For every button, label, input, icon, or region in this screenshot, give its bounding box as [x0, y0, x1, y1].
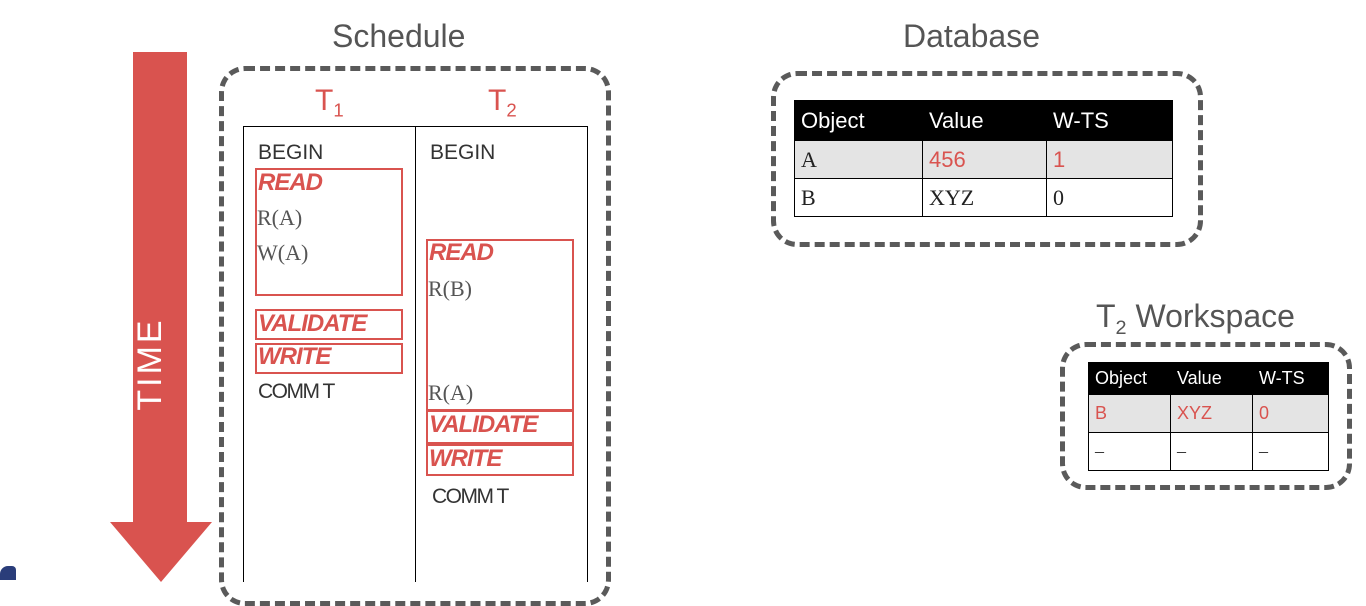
database-box: [771, 71, 1203, 247]
database-cell-object: B: [794, 178, 923, 217]
workspace-table: Object Value W-TS B XYZ 0 – – –: [1088, 362, 1329, 471]
t1-op-write-a: W(A): [257, 240, 309, 265]
database-row-a: A 456 1: [794, 140, 1173, 179]
workspace-box: [1060, 342, 1352, 490]
t1-validate-phase-box: [255, 309, 403, 340]
workspace-header-row: Object Value W-TS: [1088, 362, 1329, 395]
database-cell-value: XYZ: [922, 178, 1047, 217]
t1-header: T1: [315, 84, 344, 121]
database-header-wts: W-TS: [1046, 100, 1173, 141]
workspace-title: T2 Workspace: [1096, 298, 1295, 339]
workspace-header-wts: W-TS: [1252, 362, 1329, 395]
time-label: TIME: [131, 317, 169, 410]
workspace-cell-wts: –: [1252, 432, 1329, 471]
schedule-grid-left: [243, 126, 244, 582]
schedule-grid-divider: [415, 126, 416, 582]
time-arrow: TIME: [110, 52, 212, 582]
database-row-b: B XYZ 0: [794, 178, 1173, 217]
t2-read-phase: READ: [429, 239, 494, 266]
t1-commit: COMM T: [258, 380, 335, 403]
t2-validate-phase: VALIDATE: [429, 411, 538, 438]
workspace-cell-value: –: [1170, 432, 1253, 471]
t2-op-read-a: R(A): [428, 380, 474, 405]
schedule-grid-right: [587, 126, 588, 582]
t2-begin: BEGIN: [430, 141, 496, 164]
workspace-cell-object: –: [1088, 432, 1171, 471]
database-cell-wts: 1: [1046, 140, 1173, 179]
t1-write-phase: WRITE: [258, 343, 331, 370]
database-title: Database: [903, 18, 1040, 54]
logo-fragment: [0, 566, 16, 580]
database-cell-object: A: [794, 140, 923, 179]
t2-commit: COMM T: [432, 485, 509, 508]
database-cell-wts: 0: [1046, 178, 1173, 217]
workspace-header-value: Value: [1170, 362, 1253, 395]
t2-header: T2: [488, 84, 517, 121]
workspace-cell-object: B: [1088, 394, 1171, 433]
workspace-cell-wts: 0: [1252, 394, 1329, 433]
workspace-cell-value: XYZ: [1170, 394, 1253, 433]
workspace-row-b: B XYZ 0: [1088, 394, 1329, 433]
t1-read-phase: READ: [258, 169, 323, 196]
t2-validate-phase-box: [426, 410, 574, 444]
database-header-value: Value: [922, 100, 1047, 141]
database-header-object: Object: [794, 100, 923, 141]
t1-write-phase-box: [255, 343, 403, 374]
database-header-row: Object Value W-TS: [794, 100, 1173, 141]
t1-begin: BEGIN: [258, 141, 324, 164]
t2-write-phase: WRITE: [429, 445, 502, 472]
t2-write-phase-box: [426, 444, 574, 476]
workspace-row-empty: – – –: [1088, 432, 1329, 471]
database-cell-value: 456: [922, 140, 1047, 179]
t1-validate-phase: VALIDATE: [258, 310, 367, 337]
database-table: Object Value W-TS A 456 1 B XYZ 0: [794, 100, 1173, 217]
t1-op-read-a: R(A): [257, 205, 303, 230]
workspace-header-object: Object: [1088, 362, 1171, 395]
t2-op-read-b: R(B): [428, 276, 472, 301]
schedule-title: Schedule: [332, 18, 466, 54]
t1-read-phase-box: [255, 168, 403, 296]
